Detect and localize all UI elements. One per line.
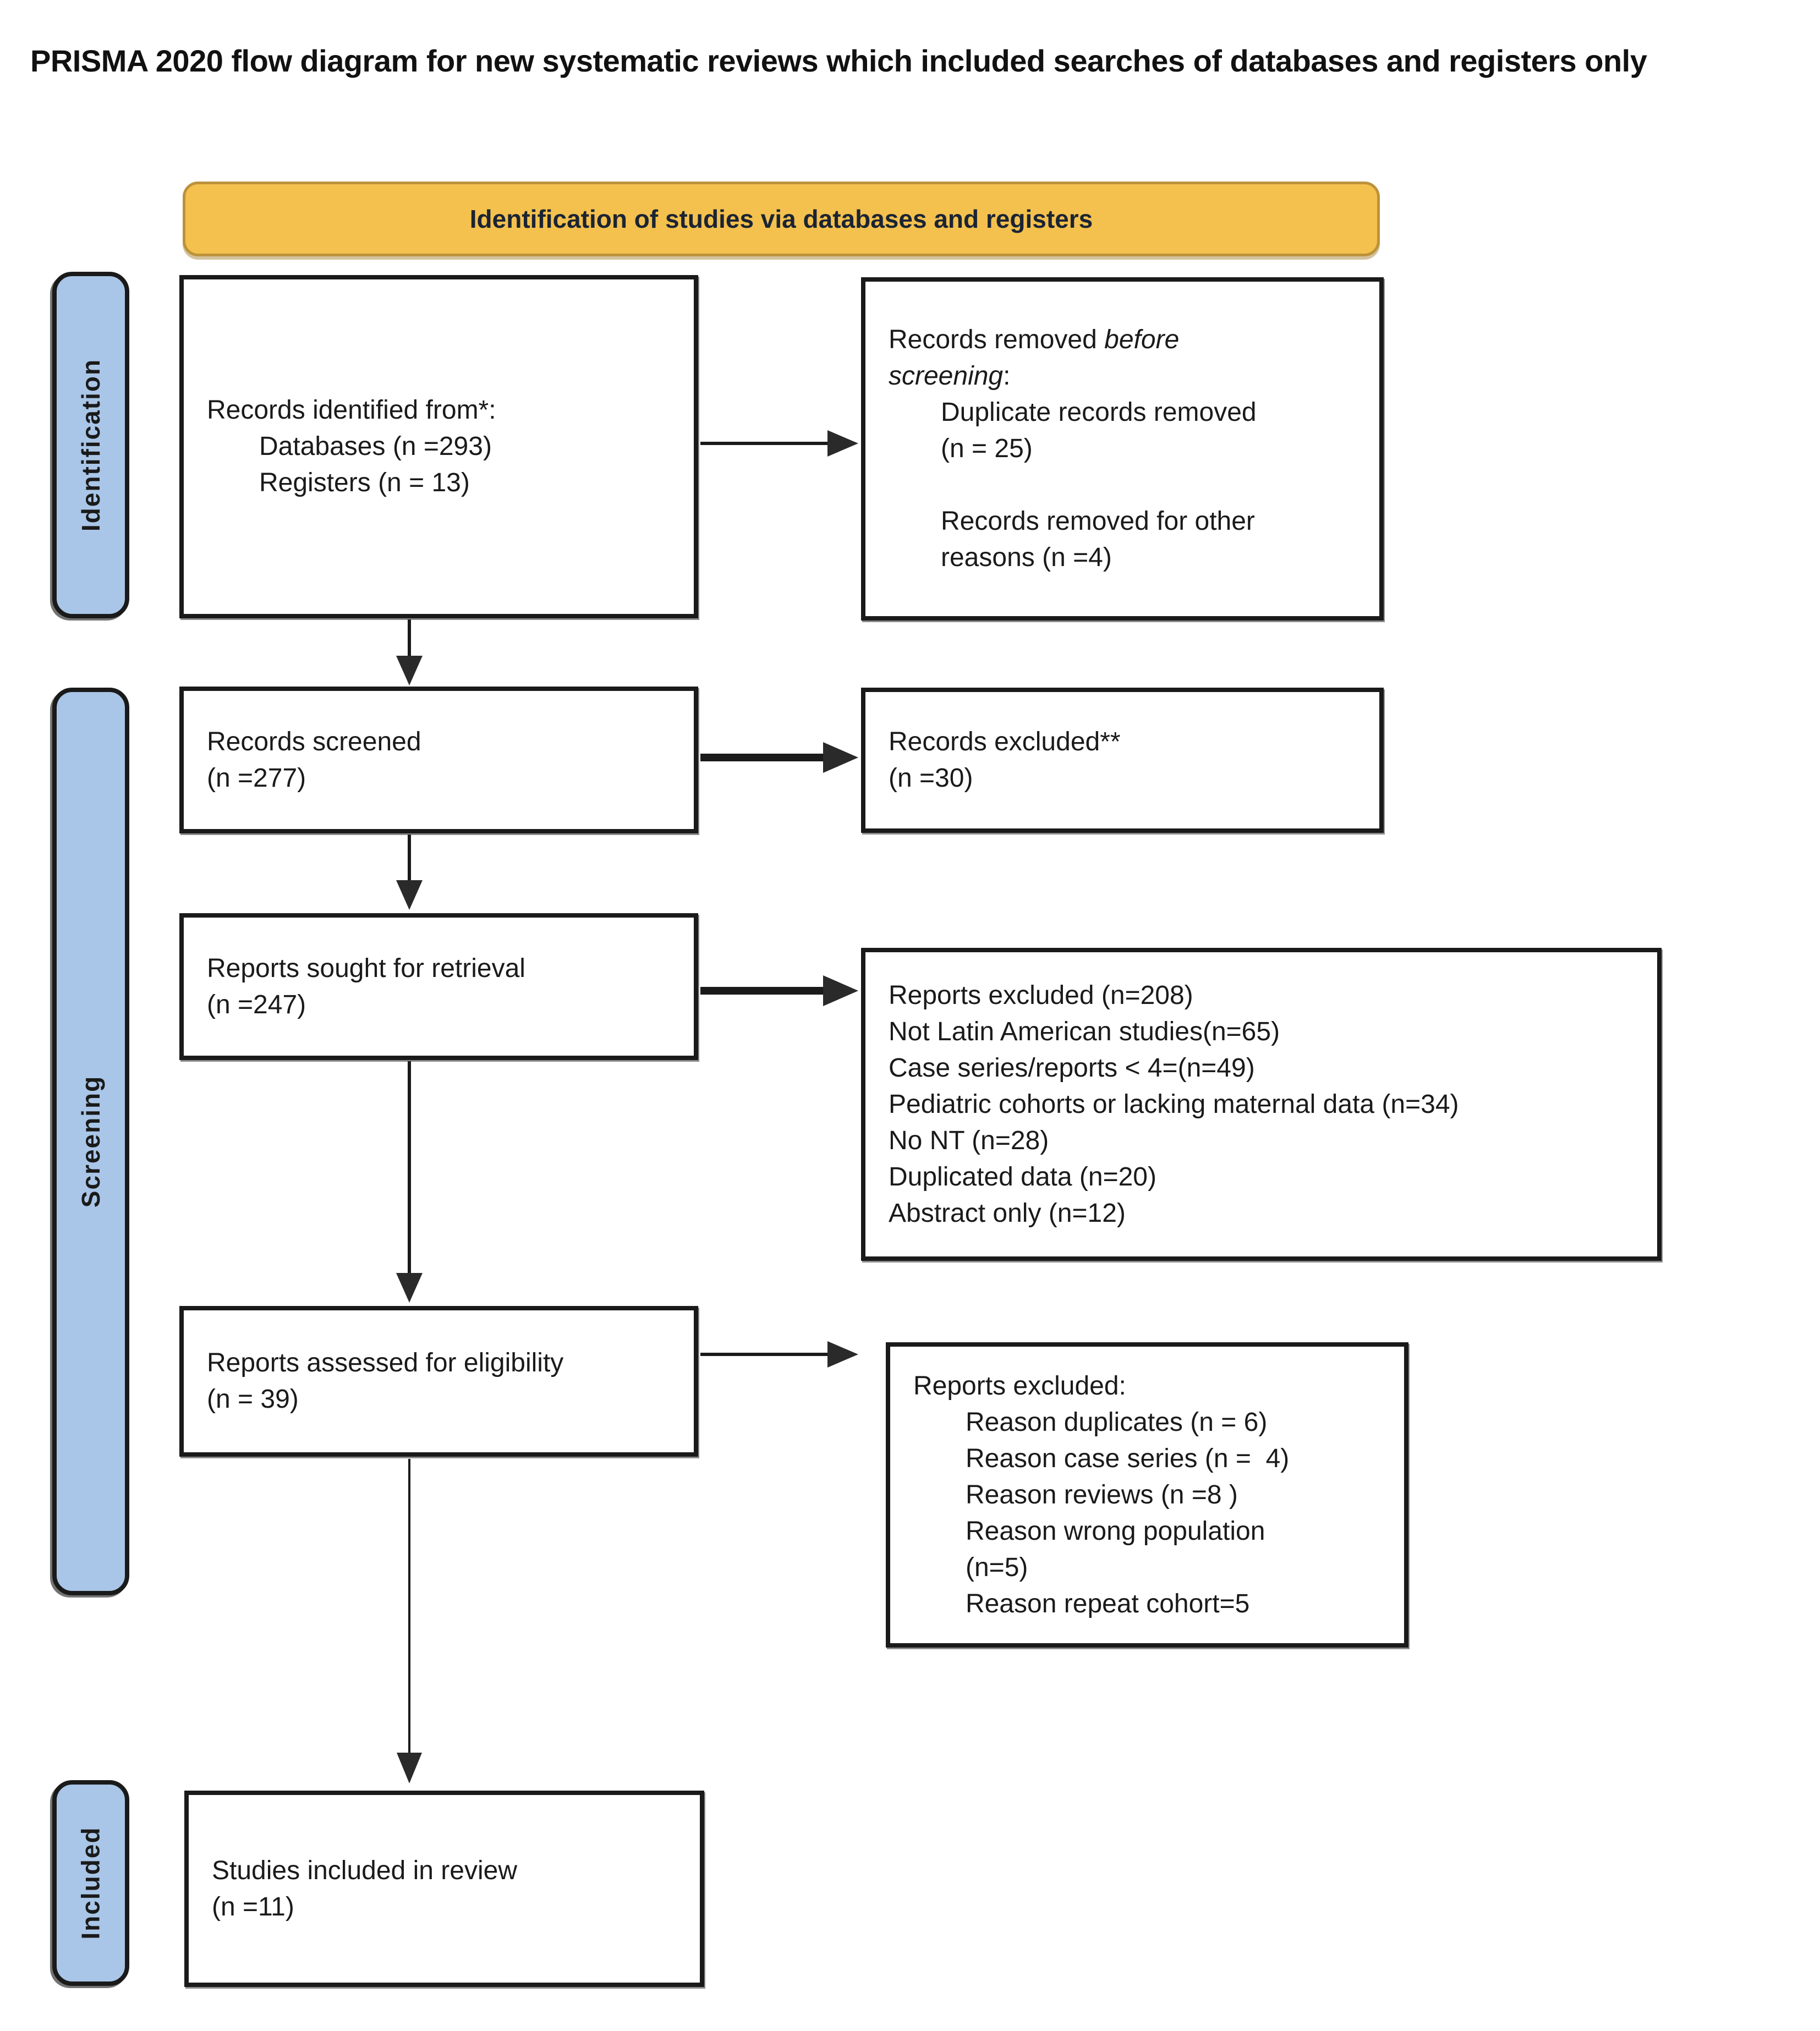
box-line: Reason wrong population	[966, 1516, 1265, 1546]
stage-label-included: Included	[76, 1826, 105, 1940]
stage-label-identification: Identification	[76, 358, 106, 532]
box-records-removed-before-screening: Records removed before screening: Duplic…	[861, 277, 1384, 621]
box-line: Reports excluded (n=208)	[889, 980, 1193, 1010]
box-line: (n = 39)	[207, 1385, 299, 1414]
stage-pill-included: Included	[52, 1780, 129, 1986]
box-line: Reason reviews (n =8 )	[966, 1480, 1238, 1509]
box-line: Duplicated data (n=20)	[889, 1162, 1156, 1192]
box-line: Records removed for other	[941, 507, 1255, 536]
stage-pill-identification: Identification	[52, 272, 129, 618]
box-line: (n =247)	[207, 990, 306, 1019]
stage-pill-screening: Screening	[52, 688, 129, 1595]
box-line: screening:	[889, 361, 1011, 391]
box-line: Reason repeat cohort=5	[966, 1589, 1250, 1618]
box-line: (n =30)	[889, 764, 973, 793]
box-records-excluded: Records excluded** (n =30)	[861, 688, 1384, 833]
arrow-sought-to-excluded	[700, 975, 858, 1006]
box-line: Records identified from*:	[207, 396, 496, 425]
banner-identification-via-databases: Identification of studies via databases …	[183, 182, 1380, 256]
box-line: (n =277)	[207, 763, 306, 793]
box-line: Not Latin American studies(n=65)	[889, 1017, 1280, 1046]
stage-label-screening: Screening	[76, 1075, 106, 1208]
box-line: Reports excluded:	[913, 1371, 1126, 1401]
arrow-assessed-to-included	[397, 1459, 422, 1783]
box-line: Records removed before	[889, 325, 1180, 354]
box-records-screened: Records screened (n =277)	[179, 687, 698, 833]
box-records-identified: Records identified from*: Databases (n =…	[179, 275, 698, 618]
banner-label: Identification of studies via databases …	[469, 205, 1093, 233]
box-line: Databases (n =293)	[259, 432, 492, 461]
box-line: (n = 25)	[941, 434, 1033, 463]
box-line: Records screened	[207, 727, 421, 756]
box-line: Studies included in review	[212, 1856, 517, 1885]
box-line: Duplicate records removed	[941, 398, 1257, 427]
box-reports-excluded-screening: Reports excluded (n=208) Not Latin Ameri…	[861, 948, 1662, 1261]
box-line: Pediatric cohorts or lacking maternal da…	[889, 1089, 1459, 1119]
box-line: (n =11)	[212, 1892, 294, 1922]
box-reports-assessed-for-eligibility: Reports assessed for eligibility (n = 39…	[179, 1306, 698, 1457]
box-line: Records excluded**	[889, 727, 1121, 756]
box-line: Abstract only (n=12)	[889, 1198, 1126, 1228]
arrow-sought-to-assessed	[396, 1061, 423, 1303]
box-line: No NT (n=28)	[889, 1126, 1049, 1155]
arrow-identified-to-screened	[396, 619, 423, 685]
box-studies-included-in-review: Studies included in review (n =11)	[184, 1791, 704, 1987]
arrow-screened-to-excluded	[700, 742, 858, 773]
box-reports-excluded-eligibility: Reports excluded: Reason duplicates (n =…	[886, 1342, 1408, 1648]
box-line: Reason case series (n = 4)	[966, 1443, 1290, 1473]
page-title: PRISMA 2020 flow diagram for new systema…	[30, 43, 1647, 78]
box-line: Reason duplicates (n = 6)	[966, 1407, 1268, 1437]
box-line: Registers (n = 13)	[259, 468, 470, 497]
box-reports-sought-for-retrieval: Reports sought for retrieval (n =247)	[179, 913, 698, 1060]
box-line: (n=5)	[966, 1552, 1028, 1582]
box-line: reasons (n =4)	[941, 543, 1112, 572]
box-line: Reports sought for retrieval	[207, 953, 525, 983]
arrow-assessed-to-excluded	[700, 1341, 858, 1368]
box-line: Case series/reports < 4=(n=49)	[889, 1053, 1255, 1083]
arrow-screened-to-sought	[396, 835, 423, 910]
blank-line	[889, 467, 1357, 503]
box-line: Reports assessed for eligibility	[207, 1348, 564, 1377]
arrow-identified-to-removed	[700, 430, 858, 457]
